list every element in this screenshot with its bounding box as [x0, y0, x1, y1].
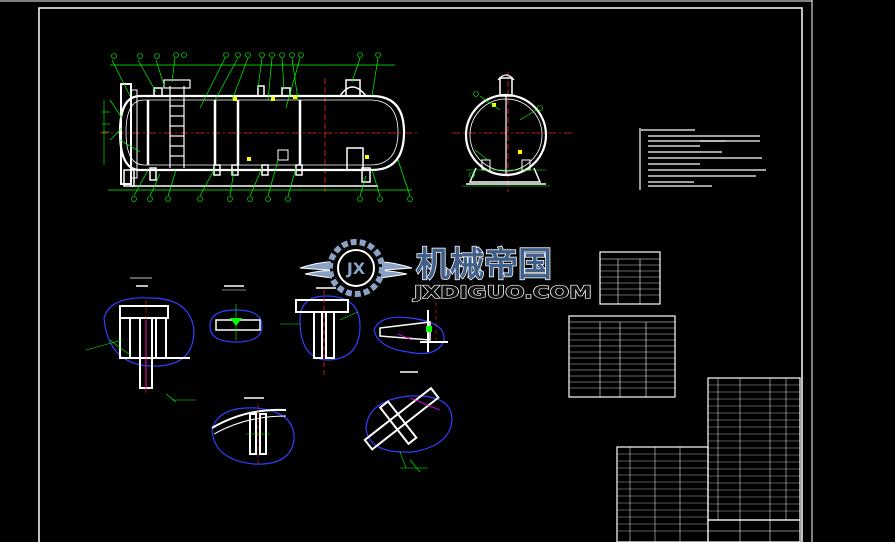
watermark-en-text: JXDIGUO.COM — [413, 283, 592, 303]
detail-view-6 — [363, 371, 453, 473]
detail-view-2 — [209, 285, 263, 343]
watermark-logo: JX — [299, 239, 413, 297]
vessel-side-view — [452, 72, 572, 192]
detail-view-1 — [85, 277, 196, 403]
vessel-front-view — [100, 52, 418, 202]
title-block — [616, 446, 801, 542]
detail-view-5 — [211, 397, 295, 465]
watermark-cn-text: 机械帝国 — [416, 245, 552, 285]
detail-view-3 — [280, 287, 361, 378]
watermark-logo-letters: JX — [346, 259, 366, 278]
detail-view-4 — [373, 302, 448, 355]
technical-notes — [639, 128, 766, 190]
drawing-frame — [0, 0, 813, 542]
parts-list-table — [707, 377, 801, 521]
nozzle-table — [599, 251, 661, 305]
design-data-table — [568, 315, 676, 398]
